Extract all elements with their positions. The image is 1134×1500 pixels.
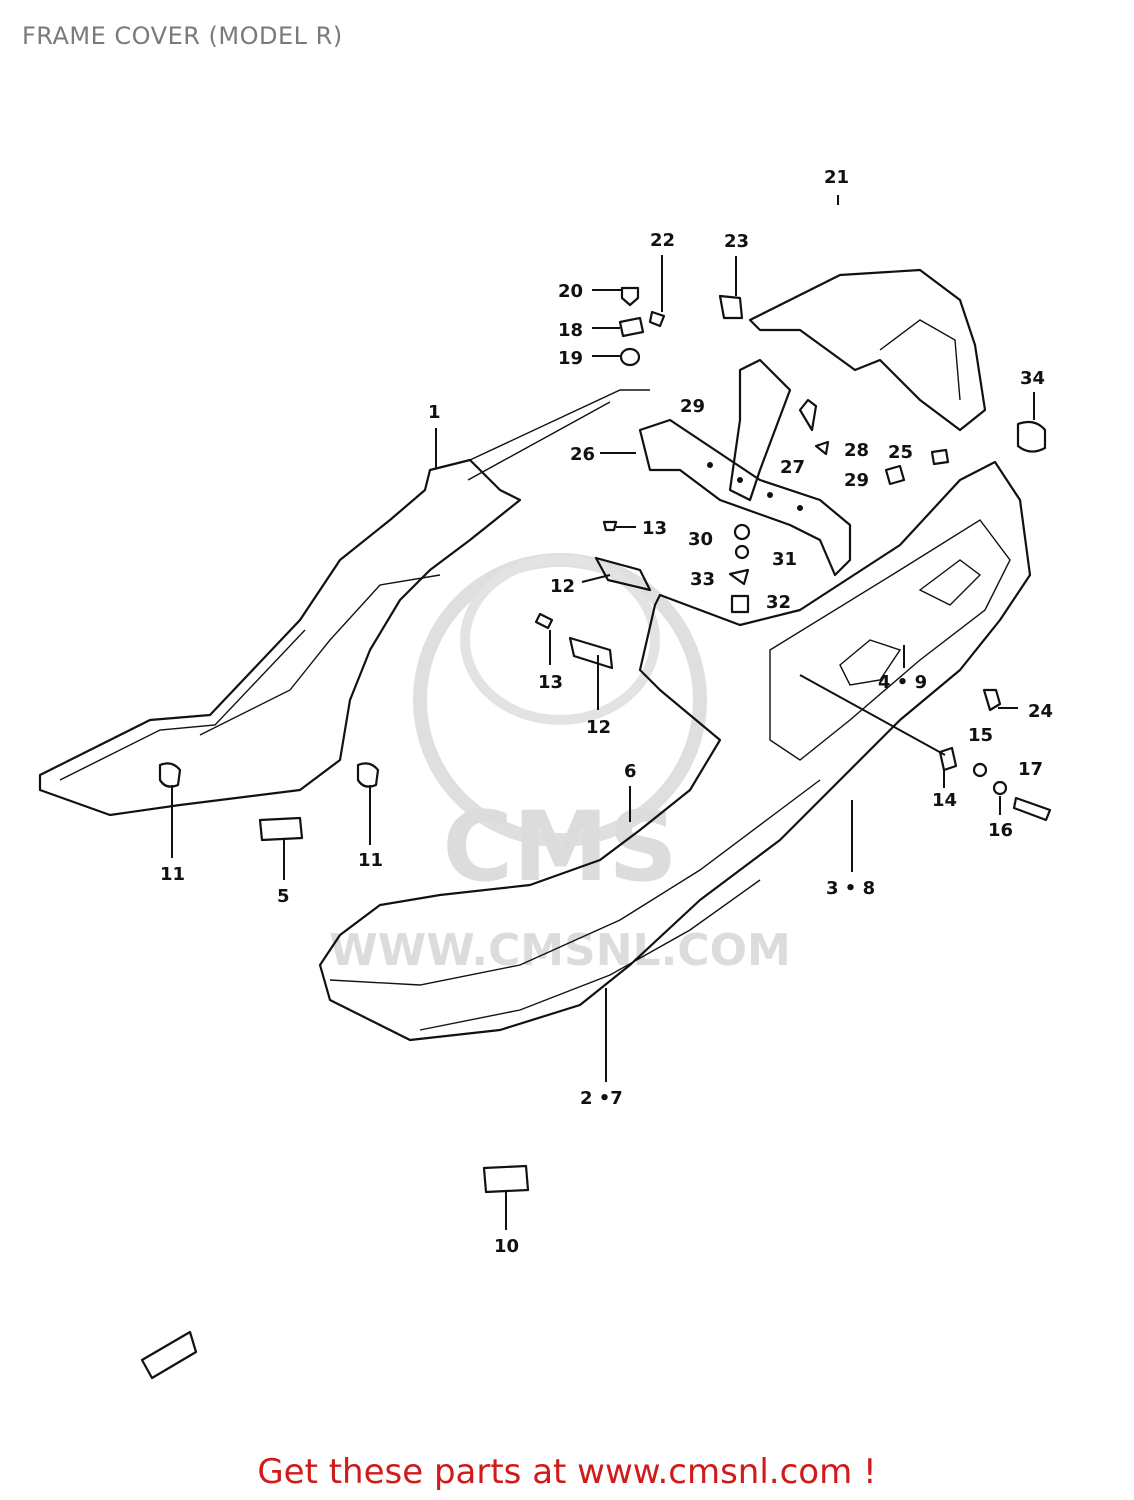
callout-13-lower: 13 [538,672,563,693]
callout-18: 18 [558,320,583,341]
callout-21: 21 [824,167,849,188]
callout-16: 16 [988,820,1013,841]
callout-14: 14 [932,790,957,811]
callout-28: 28 [844,440,869,461]
callout-11-left: 11 [160,864,185,885]
callout-31: 31 [772,549,797,570]
callout-12-upper: 12 [550,576,575,597]
callout-29-lower: 29 [844,470,869,491]
callout-20: 20 [558,281,583,302]
callout-13-upper: 13 [642,518,667,539]
callout-17: 17 [1018,759,1043,780]
callout-24: 24 [1028,701,1053,722]
leader-lines [171,195,1035,1230]
callouts: 21 22 23 20 18 19 34 1 29 26 28 27 25 29… [160,167,1053,1257]
callout-11-right: 11 [358,850,383,871]
callout-12-lower: 12 [586,717,611,738]
left-side-cover [38,389,650,817]
callout-34: 34 [1020,368,1045,389]
callout-3-8: 3 • 8 [826,878,875,899]
callout-23: 23 [724,231,749,252]
callout-32: 32 [766,592,791,613]
hardware [140,286,1052,1380]
callout-4-9: 4 • 9 [878,672,927,693]
watermark-line1: CMS [442,791,677,903]
callout-33: 33 [690,569,715,590]
grab-rail [728,268,987,502]
callout-6: 6 [624,761,637,782]
callout-15: 15 [968,725,993,746]
callout-27: 27 [780,457,805,478]
callout-19: 19 [558,348,583,369]
mounting-bracket [638,418,852,577]
callout-29-upper: 29 [680,396,705,417]
callout-22: 22 [650,230,675,251]
callout-5: 5 [277,886,290,907]
callout-26: 26 [570,444,595,465]
callout-1: 1 [428,402,441,423]
tail-cowl [318,460,1032,1042]
page-title: FRAME COVER (MODEL R) [22,22,343,50]
callout-25: 25 [888,442,913,463]
watermark: CMS WWW.CMSNL.COM [329,553,791,976]
callout-10: 10 [494,1236,519,1257]
callout-30: 30 [688,529,713,550]
footer-cta-link[interactable]: Get these parts at www.cmsnl.com ! [257,1452,877,1492]
parts-diagram: CMS WWW.CMSNL.COM [38,167,1053,1380]
callout-2-7: 2 •7 [580,1088,623,1109]
watermark-line2: WWW.CMSNL.COM [329,925,791,976]
